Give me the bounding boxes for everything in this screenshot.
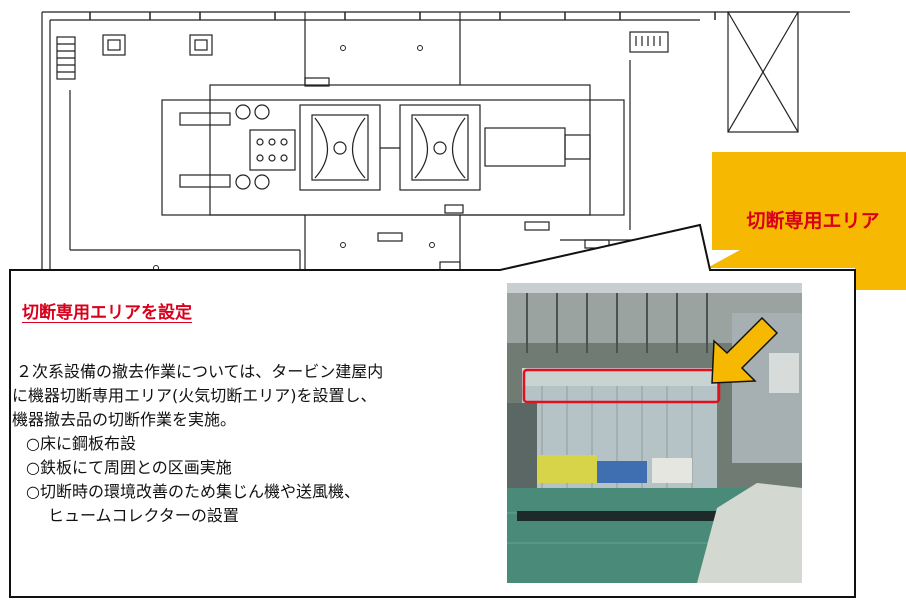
photo-highlight-box	[522, 368, 721, 404]
desc-line: に機器切断専用エリア(火気切断エリア)を設置し、	[12, 386, 377, 405]
desc-bullet: ヒュームコレクターの設置	[48, 506, 239, 525]
info-description: ２次系設備の撤去作業については、タービン建屋内 に機器切断専用エリア(火気切断エ…	[12, 360, 383, 528]
photo-yellow-arrow	[711, 316, 779, 384]
site-photo	[507, 283, 802, 583]
desc-bullet: ○床に鋼板布設	[26, 434, 136, 453]
desc-line: 機器撤去品の切断作業を実施。	[12, 410, 237, 429]
desc-bullet: ○切断時の環境改善のため集じん機や送風機、	[26, 482, 360, 501]
info-heading: 切断専用エリアを設定	[22, 303, 192, 323]
desc-line: ２次系設備の撤去作業については、タービン建屋内	[16, 362, 384, 381]
turbine-pedestal	[161, 99, 625, 216]
desc-bullet: ○鉄板にて周囲との区画実施	[26, 458, 232, 477]
cutting-area-label: 切断専用エリア	[746, 210, 880, 232]
